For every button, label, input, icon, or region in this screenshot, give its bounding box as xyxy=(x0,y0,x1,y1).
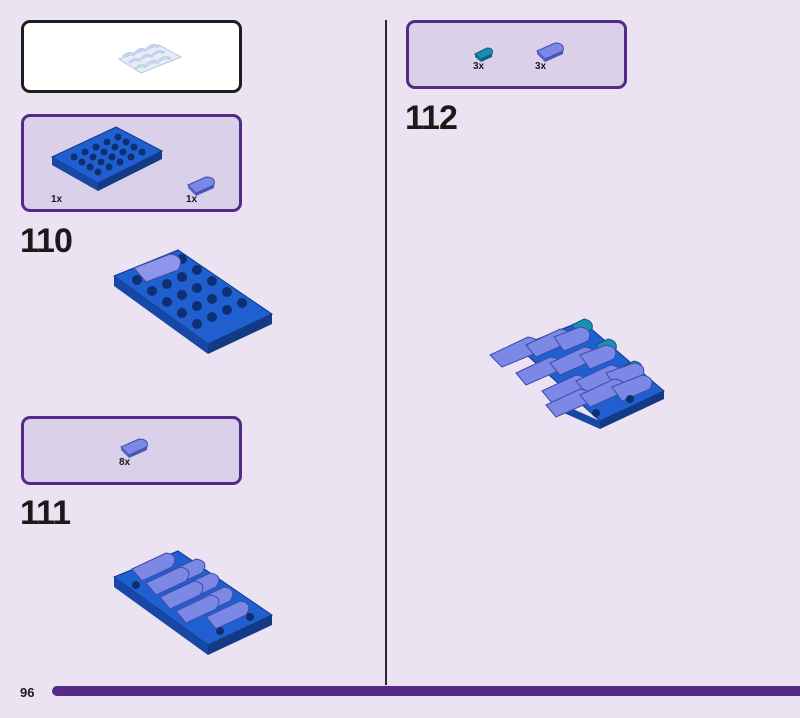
parts-list-step-111: 8x xyxy=(21,416,242,485)
scale-roof-preview-icon xyxy=(117,43,183,74)
step-number-112: 112 xyxy=(405,99,458,137)
lavender-quarter-tile-icon xyxy=(120,438,148,458)
lavender-quarter-tile-icon xyxy=(187,176,215,196)
teal-quarter-tile-icon xyxy=(474,47,493,62)
lavender-quarter-tile-icon xyxy=(536,42,564,62)
step-112-assembly-illustration xyxy=(489,318,665,429)
qty-label: 8x xyxy=(119,457,131,468)
column-divider xyxy=(385,20,387,685)
step-number-110: 110 xyxy=(20,222,73,260)
step-111-assembly-illustration xyxy=(112,550,274,655)
parts-list-step-110: 1x 1x xyxy=(21,114,242,212)
parts-list-step-112: 3x 3x xyxy=(406,20,627,89)
page-number: 96 xyxy=(20,685,35,700)
step-110-assembly-illustration xyxy=(112,249,274,354)
step-number-111: 111 xyxy=(20,494,71,532)
previous-step-preview xyxy=(21,20,242,93)
qty-label: 3x xyxy=(535,61,547,72)
qty-label: 1x xyxy=(51,194,63,205)
qty-label: 1x xyxy=(186,194,198,205)
blue-plate-4x6-icon xyxy=(50,126,164,191)
qty-label: 3x xyxy=(473,61,485,72)
page-progress-bar xyxy=(52,686,800,696)
